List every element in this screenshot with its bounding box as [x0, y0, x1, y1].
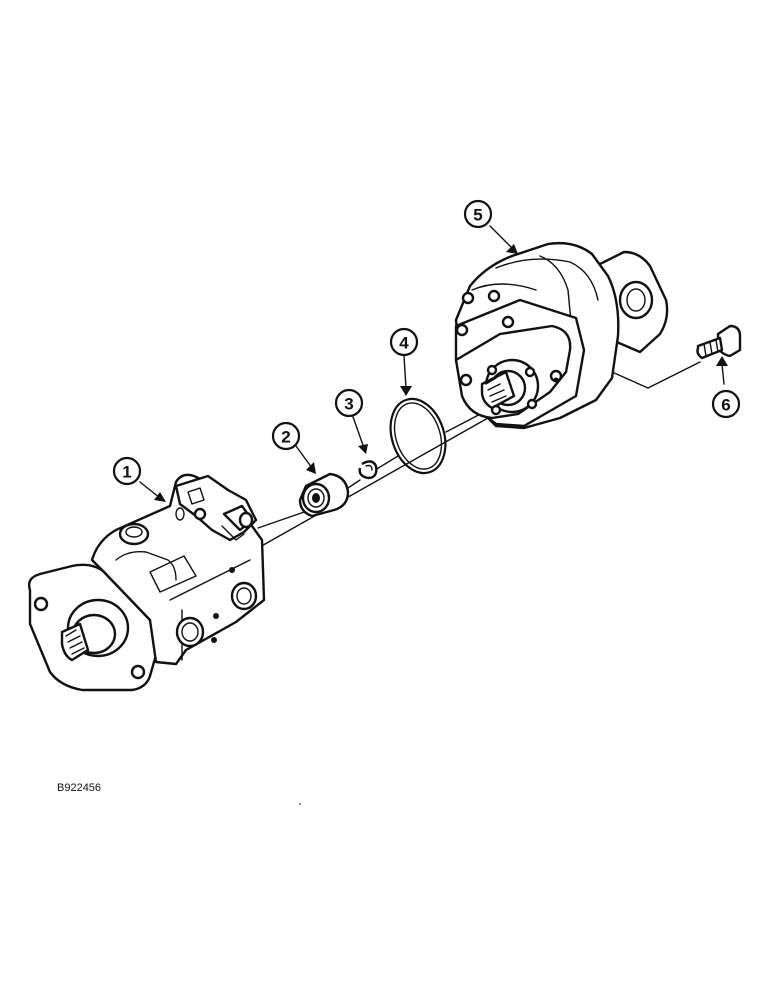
pump-assembly [27, 473, 266, 692]
svg-text:4: 4 [399, 334, 409, 353]
coupling [298, 472, 350, 518]
figure-id: B922456 [57, 782, 101, 794]
assembly-axis [257, 361, 701, 549]
callout-5: 5 [463, 199, 493, 229]
callout-2: 2 [271, 421, 301, 451]
svg-text:5: 5 [473, 206, 482, 225]
svg-text:1: 1 [122, 463, 131, 482]
leader-lines [139, 225, 728, 502]
callout-6: 6 [711, 389, 741, 419]
snap-ring [358, 460, 378, 480]
o-ring [389, 397, 447, 475]
svg-text:6: 6 [721, 396, 730, 415]
scan-speck [299, 803, 301, 805]
bolt [696, 324, 742, 360]
svg-text:3: 3 [344, 395, 353, 414]
callout-4: 4 [389, 327, 419, 357]
callout-3: 3 [334, 388, 364, 418]
svg-text:2: 2 [281, 428, 290, 447]
gear-pump-assembly [454, 241, 669, 430]
callout-1: 1 [112, 456, 142, 486]
